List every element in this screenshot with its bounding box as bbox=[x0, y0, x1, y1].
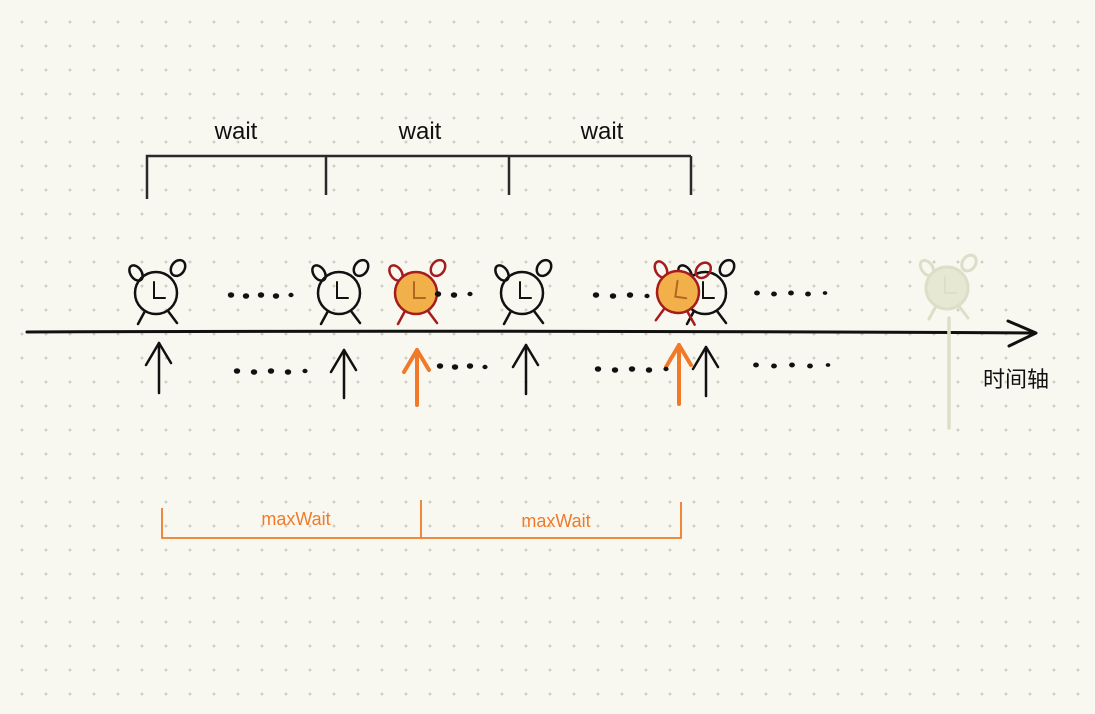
ellipsis-dots bbox=[754, 290, 828, 297]
wait-bracket-line bbox=[145, 154, 691, 199]
alarm-clock-icon-triggered bbox=[653, 260, 713, 326]
ghost-alarm-clock-icon bbox=[918, 253, 978, 321]
up-arrow-icon-triggered bbox=[664, 343, 693, 406]
alarm-clock-icon bbox=[311, 258, 370, 326]
alarm-clock-icon bbox=[128, 258, 187, 326]
ellipsis-dots bbox=[592, 292, 650, 299]
wait-label-1: wait bbox=[214, 118, 258, 145]
up-arrow-icon bbox=[144, 341, 173, 395]
up-arrow-icon bbox=[511, 343, 540, 396]
ellipsis-dots bbox=[233, 368, 308, 375]
wait-label-3: wait bbox=[580, 118, 624, 145]
alarm-clock-icon-triggered bbox=[388, 258, 447, 326]
ellipsis-dots bbox=[434, 291, 473, 298]
wait-label-2: wait bbox=[398, 118, 442, 145]
ellipsis-dots bbox=[594, 366, 669, 373]
maxwait-label-2: maxWait bbox=[521, 511, 591, 531]
maxwait-label-1: maxWait bbox=[261, 509, 331, 529]
up-arrow-icon-triggered bbox=[402, 348, 431, 407]
ellipsis-dots bbox=[753, 362, 831, 369]
time-axis-arrowhead bbox=[1006, 319, 1038, 348]
ellipsis-dots bbox=[436, 363, 488, 370]
up-arrow-icon bbox=[329, 348, 358, 400]
ellipsis-dots bbox=[227, 292, 294, 299]
time-axis-line bbox=[25, 329, 1034, 335]
alarm-clock-icon bbox=[494, 258, 553, 326]
time-axis-label: 时间轴 bbox=[983, 368, 1050, 393]
up-arrow-icon bbox=[691, 345, 720, 398]
